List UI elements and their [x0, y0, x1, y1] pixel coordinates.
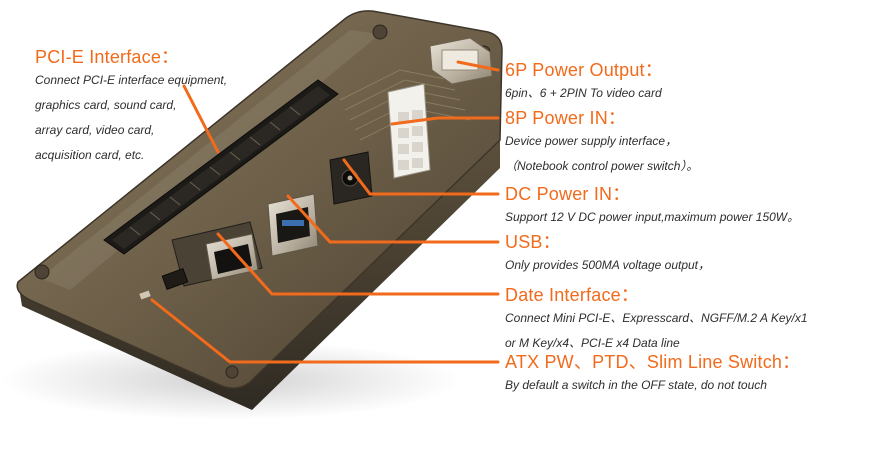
pcie-description: Connect PCI-E interface equipment, graph… [35, 68, 227, 168]
atx-title: ATX PW、PTD、Slim Line Switch： [505, 352, 801, 372]
pcie-callout-line [182, 84, 220, 154]
dc-callout-line [342, 158, 500, 196]
power-6p-connector [429, 37, 493, 85]
dc-label: DC Power IN： Support 12 V DC power input… [505, 183, 799, 230]
dc-line: Support 12 V DC power input,maximum powe… [505, 210, 800, 224]
dc-description: Support 12 V DC power input,maximum powe… [505, 205, 799, 230]
data-interface-port [171, 221, 263, 287]
pcie-title: PCI-E Interface： [35, 47, 180, 67]
pcie-label: PCI-E Interface： Connect PCI-E interface… [35, 46, 227, 168]
date-callout-line [216, 232, 500, 296]
usb-line: Only provides 500MA voltage output， [505, 258, 711, 272]
screw-icon [225, 365, 239, 379]
dc-title: DC Power IN： [505, 184, 631, 204]
screw-icon [372, 24, 388, 40]
dc-jack [329, 151, 373, 205]
atx-callout-line [150, 298, 500, 364]
power8p-line: Device power supply interface， [505, 134, 678, 148]
screw-icon [34, 264, 50, 280]
date-line: Connect Mini PCI-E、Expresscard、NGFF/M.2 … [505, 311, 808, 325]
pcie-line: Connect PCI-E interface equipment, [35, 73, 228, 87]
power8p-title: 8P Power IN： [505, 108, 627, 128]
power6p-line: 6pin、6 + 2PIN To video card [505, 86, 662, 100]
power6p-description: 6pin、6 + 2PIN To video card [505, 81, 663, 106]
power8p-label: 8P Power IN： Device power supply interfa… [505, 107, 698, 179]
pcie-line: array card, video card, [35, 123, 155, 137]
atx-label: ATX PW、PTD、Slim Line Switch： By default … [505, 351, 800, 398]
date-title: Date Interface： [505, 285, 640, 305]
atx-line: By default a switch in the OFF state, do… [505, 378, 767, 392]
usb-port [267, 193, 319, 257]
date-label: Date Interface： Connect Mini PCI-E、Expre… [505, 284, 808, 356]
power8p-callout-line [390, 116, 500, 126]
usb-title: USB： [505, 232, 561, 252]
usb-label: USB： Only provides 500MA voltage output， [505, 231, 710, 278]
callout-lines [150, 60, 500, 364]
pcie-slot [103, 79, 339, 255]
power6p-title: 6P Power Output： [505, 60, 663, 80]
power-8p-connector [387, 83, 431, 179]
date-description: Connect Mini PCI-E、Expresscard、NGFF/M.2 … [505, 306, 808, 356]
power6p-label: 6P Power Output： 6pin、6 + 2PIN To video … [505, 59, 663, 106]
date-line: or M Key/x4、PCI-E x4 Data line [505, 336, 680, 350]
pcie-line: graphics card, sound card, [35, 98, 177, 112]
usb-callout-line [286, 194, 500, 244]
atx-description: By default a switch in the OFF state, do… [505, 373, 800, 398]
power8p-description: Device power supply interface， （Notebook… [505, 129, 698, 179]
slim-switch [139, 268, 189, 300]
power6p-callout-line [456, 60, 500, 72]
usb-description: Only provides 500MA voltage output， [505, 253, 710, 278]
pcie-line: acquisition card, etc. [35, 148, 145, 162]
power8p-line: （Notebook control power switch）。 [505, 159, 699, 173]
device-case-top [16, 10, 503, 389]
